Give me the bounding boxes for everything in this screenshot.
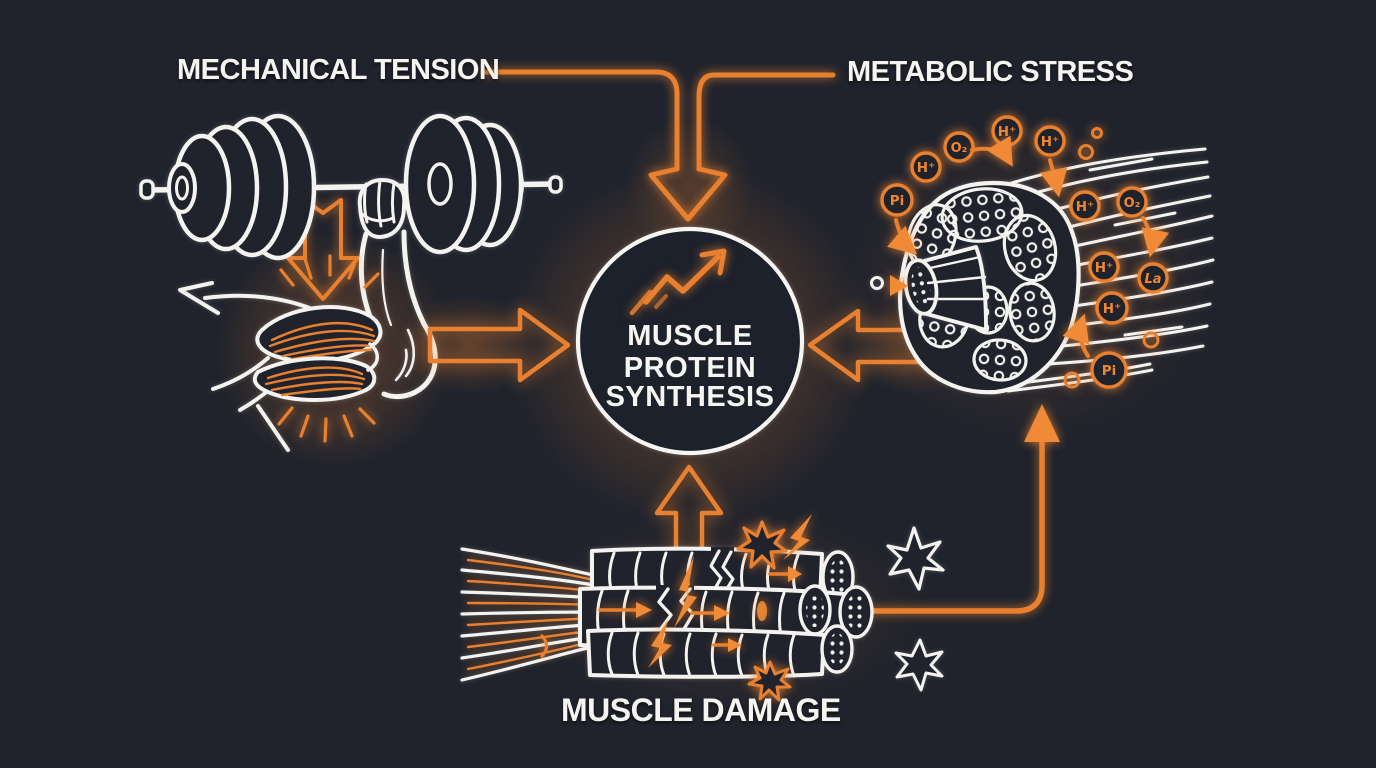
rupture-starburst <box>886 526 945 591</box>
center-circle <box>575 226 805 456</box>
impact-starburst-top <box>279 254 380 289</box>
fiber-bundle <box>578 546 874 679</box>
flexed-arm <box>178 178 438 452</box>
svg-text:H⁺: H⁺ <box>917 160 935 176</box>
arrow-muscle-damage-to-center <box>654 464 724 559</box>
metabolite-badge-o2b: O₂ <box>1116 186 1148 218</box>
metabolic-stress-illustration: Pi H⁺ O₂ H⁺ H⁺ H⁺ <box>807 115 1215 395</box>
metabolite-badge-h2: H⁺ <box>991 115 1023 147</box>
small-bubble <box>1091 127 1103 139</box>
small-particle-circle <box>870 276 884 290</box>
muscle-damage-illustration <box>460 464 945 702</box>
arrow-muscle-damage-to-metabolic-stress <box>869 404 1060 614</box>
metabolite-badge-pi2: Pi <box>1090 351 1128 389</box>
center-label-line3: SYNTHESIS <box>606 381 775 413</box>
small-bubble <box>1142 331 1160 349</box>
metabolite-badge-pi: Pi <box>880 183 914 217</box>
metabolite-badge-h6: H⁺ <box>1095 291 1129 325</box>
arrow-top-labels-to-center <box>480 69 836 222</box>
svg-text:La: La <box>1144 272 1161 287</box>
svg-text:H⁺: H⁺ <box>1103 301 1121 317</box>
lightning-bolt-icon <box>648 620 672 668</box>
center-label-line2: PROTEIN <box>624 352 756 384</box>
small-bubble <box>1063 371 1081 389</box>
metabolite-badges: Pi H⁺ O₂ H⁺ H⁺ H⁺ <box>880 115 1169 389</box>
internal-tension-arrows <box>540 566 802 658</box>
muscle-protein-synthesis-node: MUSCLE PROTEIN SYNTHESIS <box>575 226 805 456</box>
metabolite-badge-h3: H⁺ <box>1034 125 1066 157</box>
metabolite-badge-h1: H⁺ <box>910 151 942 183</box>
arrow-load-on-biceps <box>286 198 360 301</box>
impact-starburst-icon <box>736 520 788 570</box>
barbell <box>139 113 563 261</box>
trending-up-arrow-icon <box>629 248 727 316</box>
metabolite-badge-h5: H⁺ <box>1088 251 1120 283</box>
protruding-fiber <box>903 245 988 332</box>
biceps-muscle <box>255 305 383 364</box>
arrow-mechanical-tension-to-center <box>427 307 571 383</box>
metabolite-badge-h4: H⁺ <box>1069 190 1101 222</box>
svg-text:Pi: Pi <box>1102 363 1117 379</box>
metabolite-flow-arrows <box>886 135 1170 358</box>
metabolic-stress-label: METABOLIC STRESS <box>847 56 1134 88</box>
forearm-flexor-muscle <box>252 356 377 402</box>
svg-text:H⁺: H⁺ <box>1095 260 1113 276</box>
metabolite-badge-o2a: O₂ <box>943 131 975 163</box>
svg-text:H⁺: H⁺ <box>1041 134 1059 150</box>
muscle-damage-label: MUSCLE DAMAGE <box>561 692 841 728</box>
metabolite-badge-la: La <box>1137 262 1169 294</box>
svg-text:O₂: O₂ <box>1124 196 1141 211</box>
svg-text:H⁺: H⁺ <box>1076 199 1094 215</box>
svg-text:Pi: Pi <box>890 193 905 209</box>
small-inflow-arrow-icon <box>890 275 908 296</box>
center-label-line1: MUSCLE <box>627 320 752 352</box>
svg-text:H⁺: H⁺ <box>998 124 1016 140</box>
svg-text:O₂: O₂ <box>951 141 968 156</box>
damage-marks <box>540 514 945 702</box>
mechanical-tension-label: MECHANICAL TENSION <box>177 54 500 86</box>
lightning-bolt-icon <box>783 514 812 560</box>
rupture-starburst <box>894 638 944 692</box>
impact-starburst-icon <box>747 660 792 702</box>
small-bubble <box>1078 144 1094 160</box>
mechanical-tension-illustration <box>139 113 571 452</box>
impact-starburst-bottom <box>277 406 376 443</box>
